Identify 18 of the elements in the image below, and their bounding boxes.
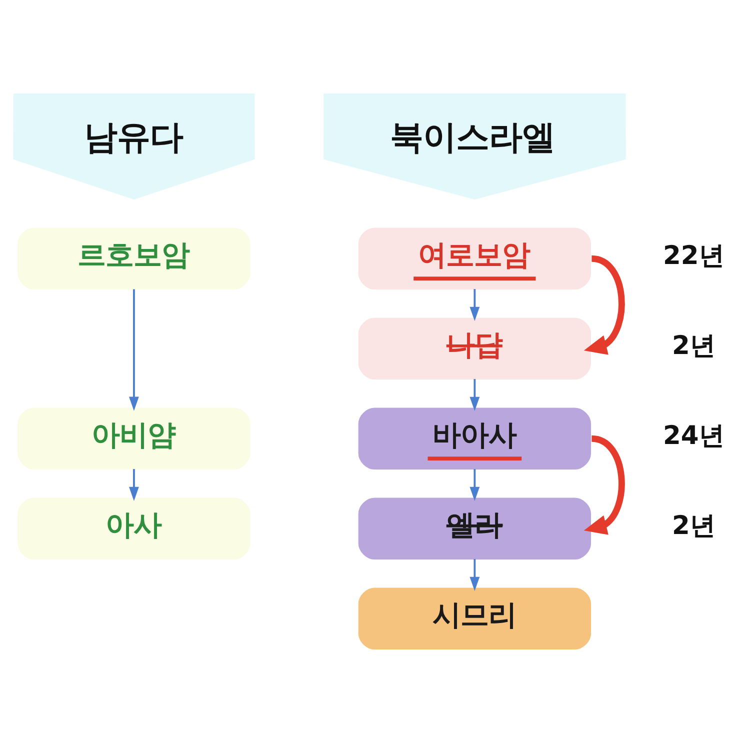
- node-box: 르호보암: [18, 227, 250, 289]
- node-box: 바아사: [358, 407, 592, 469]
- arrow: [470, 558, 480, 590]
- node-box: 엘라: [358, 497, 592, 559]
- node-box: 여로보암: [358, 227, 592, 289]
- arrow: [470, 378, 480, 410]
- arrow: [129, 468, 139, 500]
- node-label: 22년: [663, 240, 725, 270]
- node-box: 나답: [358, 317, 592, 379]
- node-box: 아비얌: [18, 407, 250, 469]
- arrow: [470, 468, 480, 500]
- node-label: 24년: [663, 420, 725, 450]
- node-label: 2년: [672, 510, 716, 540]
- arrow: [129, 288, 139, 410]
- node-box: 아사: [18, 497, 250, 559]
- arrow: [470, 288, 480, 320]
- node-label: 2년: [672, 330, 716, 360]
- node-box: 시므리: [358, 587, 592, 649]
